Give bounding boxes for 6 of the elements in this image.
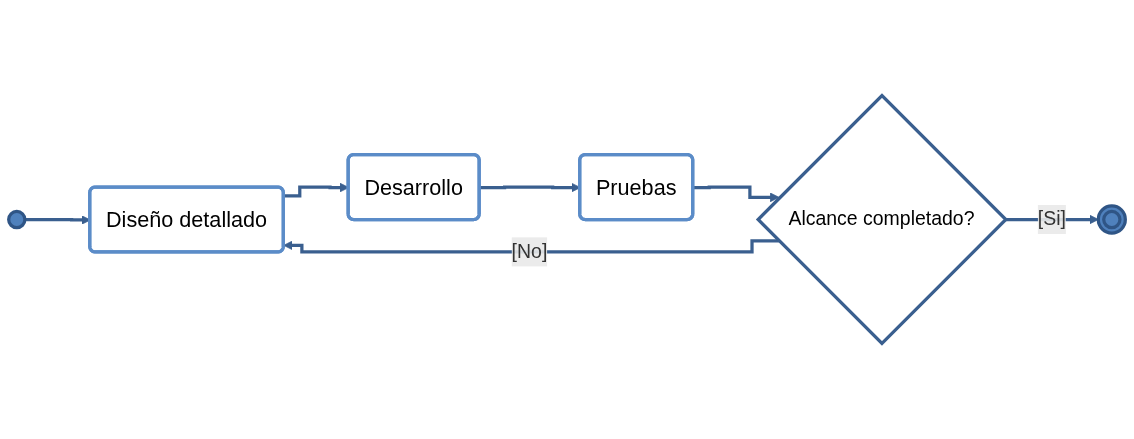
- arrow: [693, 185, 780, 203]
- node-circle: [1096, 204, 1127, 235]
- edge-label: [Si]: [1037, 208, 1066, 230]
- node-diamond: Alcance completado?: [755, 93, 1009, 346]
- node-circle: [7, 209, 27, 230]
- edge-label: [No]: [511, 240, 548, 263]
